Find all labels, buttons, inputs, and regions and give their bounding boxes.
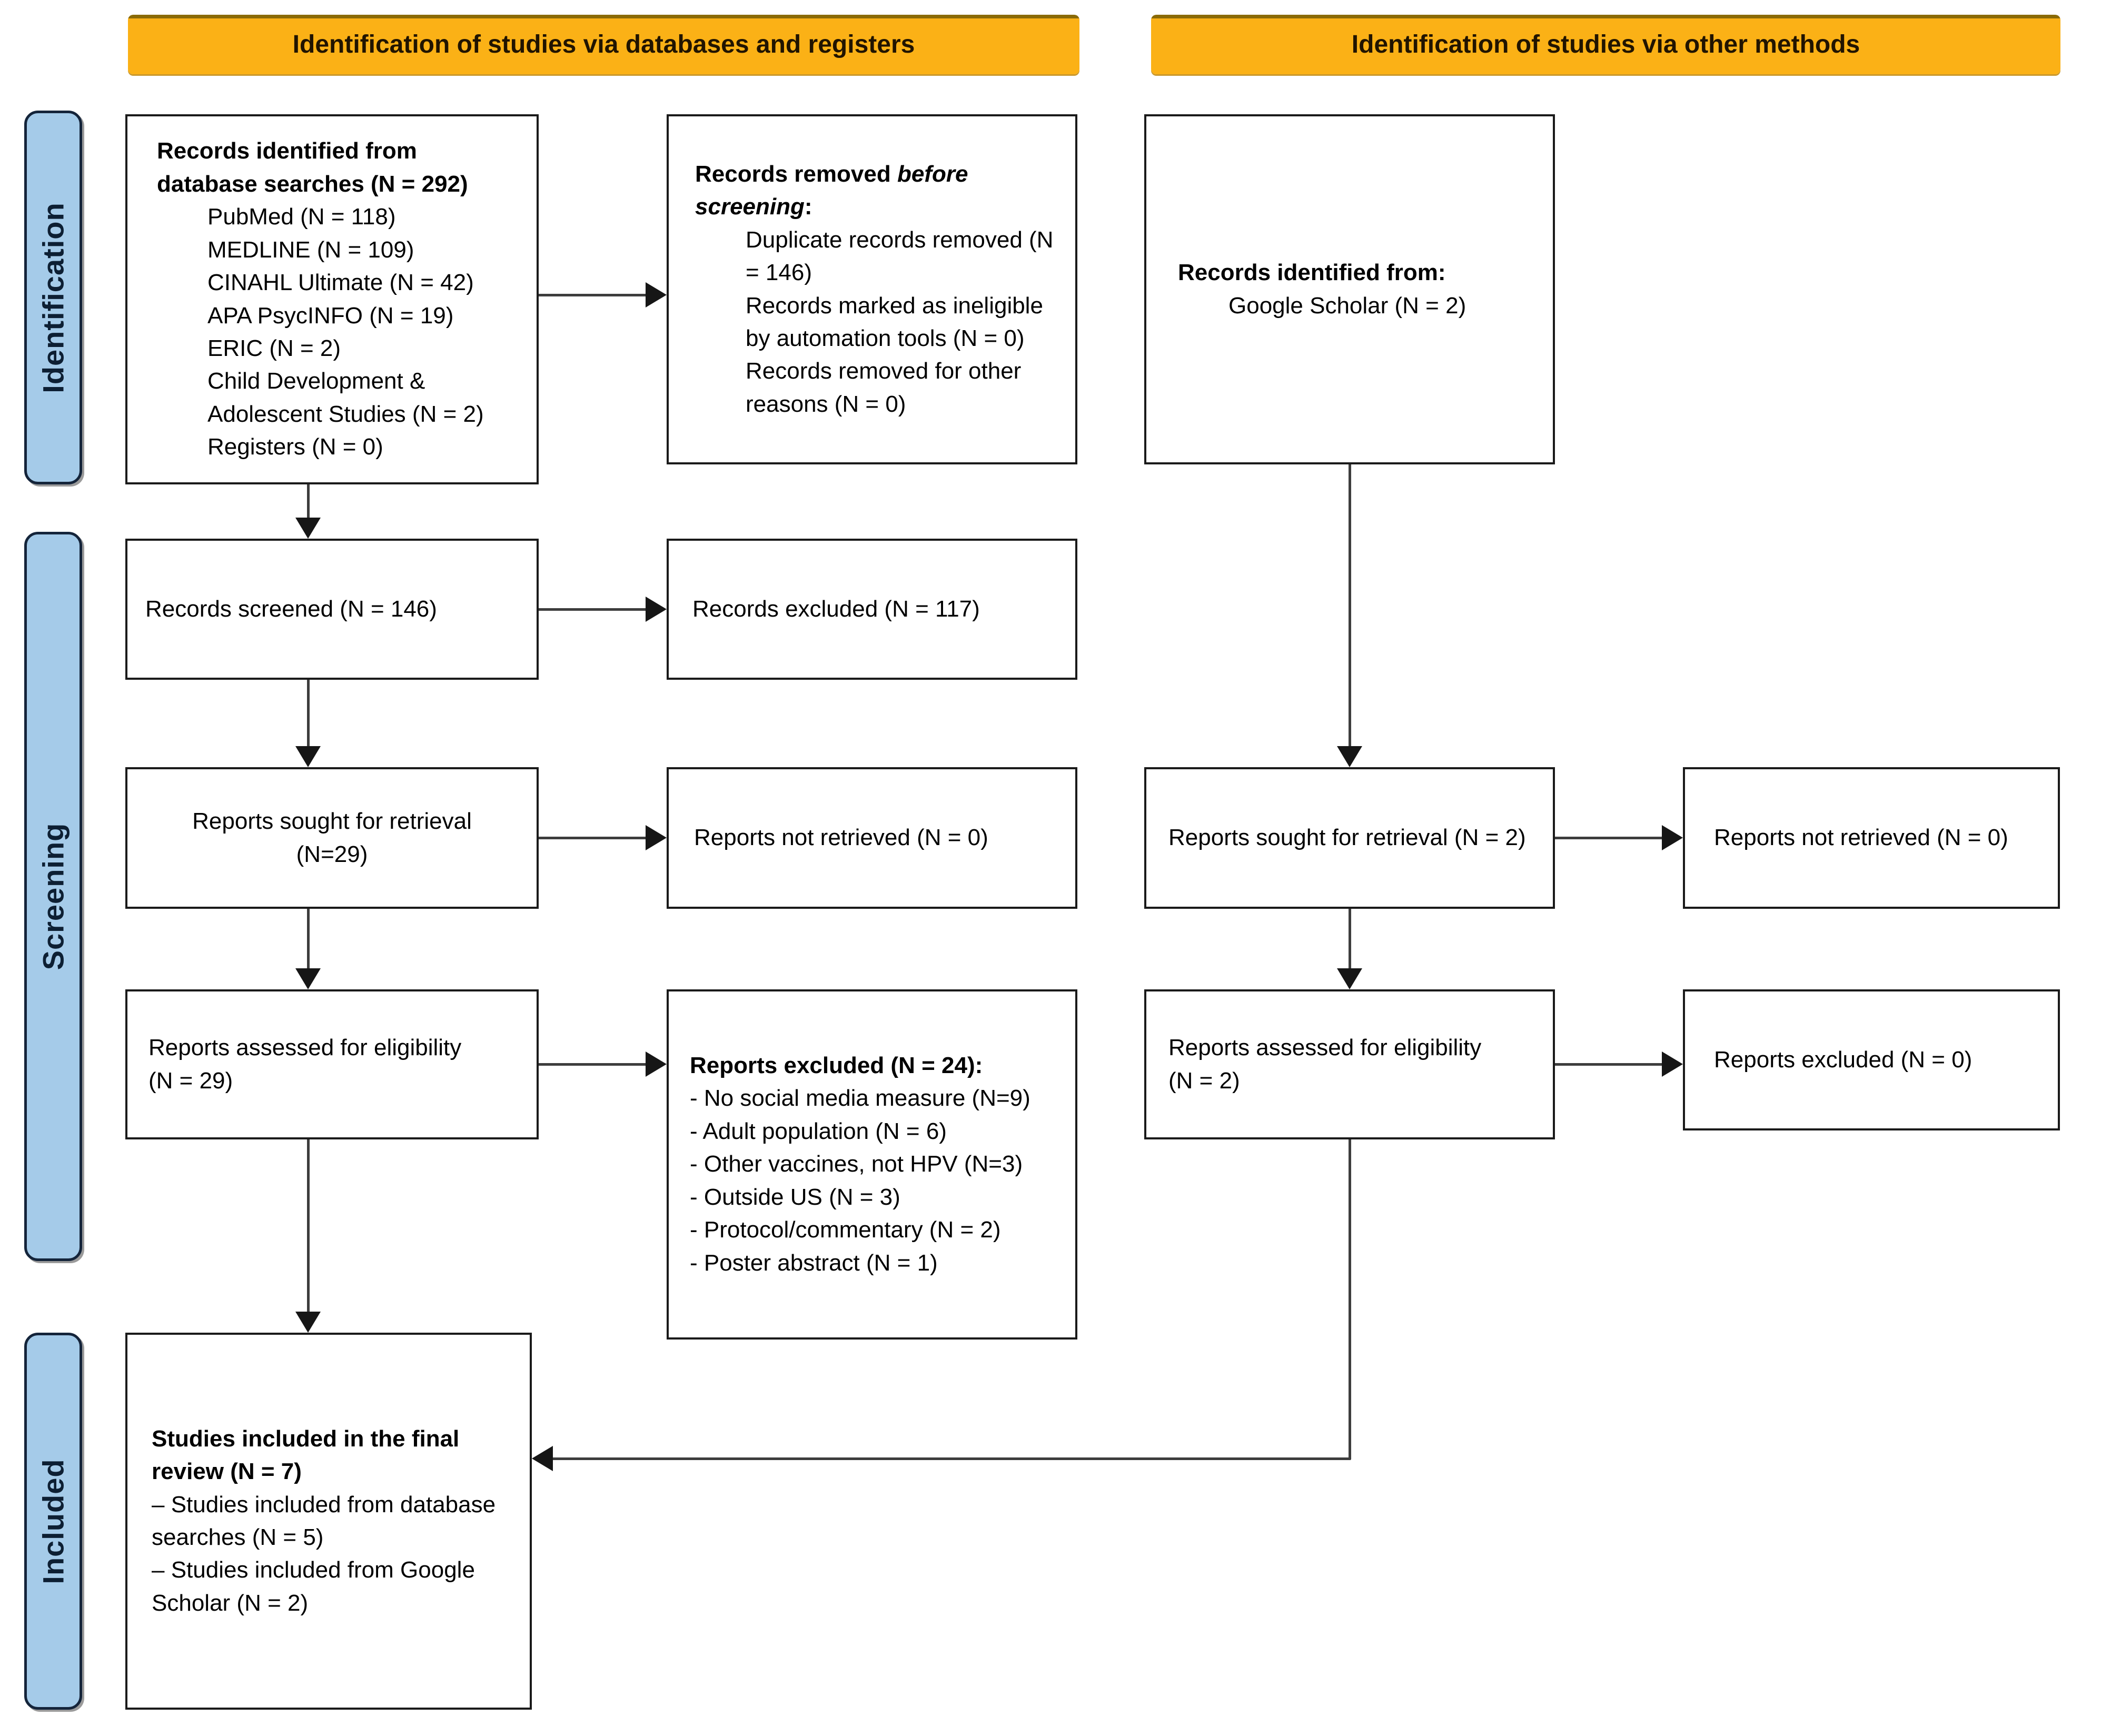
box-text-line2: (N=29) [296,841,368,867]
excluded-reason-item: - Outside US (N = 3) [690,1184,900,1210]
arrowhead-identified-to-screened [295,518,321,539]
stage-screening-label: Screening [36,822,70,970]
db-source-item: ERIC (N = 2) [207,335,341,361]
arrow-line-sought2-to-notretrieved [1555,837,1663,839]
arrowhead-assessed-to-included [295,1312,321,1333]
box-text: Records screened (N = 146) [145,596,437,622]
box-reports-assessed-databases: Reports assessed for eligibility (N = 29… [125,989,539,1139]
included-source-item: – Studies included from Google Scholar (… [152,1557,475,1616]
box-title: Records identified from database searche… [157,138,468,197]
db-source-item: MEDLINE (N = 109) [207,236,414,263]
box-text-line2: (N = 2) [1168,1067,1240,1094]
arrowhead-sought2-to-assessed2 [1337,968,1362,989]
box-text-line1: Reports assessed for eligibility [1168,1035,1482,1061]
removed-reason-item: Duplicate records removed (N = 146) [746,226,1054,286]
arrow-line-scholar-to-sought [1349,464,1351,747]
box-reports-excluded-other: Reports excluded (N = 0) [1683,989,2060,1130]
box-title: Studies included in the final review (N … [152,1425,460,1485]
box-records-screened: Records screened (N = 146) [125,539,539,680]
stage-screening: Screening [24,532,82,1261]
arrow-line-assessed2-to-excluded0 [1555,1063,1663,1066]
arrow-line-assessed-to-excluded24 [539,1063,647,1066]
removed-reason-item: Records marked as ineligible by automati… [746,292,1043,351]
db-source-item: Registers (N = 0) [207,434,383,460]
db-source-item: Child Development & Adolescent Studies (… [207,368,484,427]
box-title: Reports excluded (N = 24): [690,1052,983,1078]
removed-reason-item: Records removed for other reasons (N = 0… [746,358,1022,417]
box-records-identified-databases: Records identified from database searche… [125,114,539,484]
box-text: Reports not retrieved (N = 0) [1714,825,2008,851]
box-reports-not-retrieved-other: Reports not retrieved (N = 0) [1683,767,2060,909]
box-title: Records removed before screening: [695,161,968,220]
box-reports-not-retrieved-databases: Reports not retrieved (N = 0) [667,767,1077,909]
db-source-item: APA PsycINFO (N = 19) [207,302,454,329]
arrowhead-scholar-to-sought [1337,746,1362,767]
arrow-line-sought-to-notretrieved [539,837,647,839]
box-reports-sought-databases: Reports sought for retrieval (N=29) [125,767,539,909]
db-source-item: PubMed (N = 118) [207,204,396,230]
arrowhead-sought2-to-notretrieved [1662,825,1683,850]
box-reports-assessed-other: Reports assessed for eligibility (N = 2) [1144,989,1555,1139]
arrowhead-screened-to-excluded [646,597,667,622]
arrow-line-sought2-to-assessed2 [1349,909,1351,969]
other-source-item: Google Scholar (N = 2) [1228,292,1466,319]
box-studies-included: Studies included in the final review (N … [125,1333,532,1710]
arrowhead-assessed2-to-included [532,1446,553,1471]
arrow-line-identified-to-removed [539,294,647,296]
arrow-line-sought-to-assessed [307,909,310,969]
arrow-line-screened-to-excluded [539,608,647,611]
arrow-line-assessed2-down [1349,1139,1351,1460]
arrowhead-sought-to-notretrieved [646,825,667,850]
arrow-line-screened-to-sought [307,680,310,747]
stage-identification-label: Identification [36,202,70,393]
banner-databases-registers: Identification of studies via databases … [128,15,1079,74]
box-records-identified-other: Records identified from: Google Scholar … [1144,114,1555,464]
box-records-excluded: Records excluded (N = 117) [667,539,1077,680]
stage-included: Included [24,1333,82,1710]
stage-included-label: Included [36,1458,70,1584]
excluded-reason-item: - No social media measure (N=9) [690,1085,1030,1112]
box-text-line2: (N = 29) [148,1067,233,1094]
arrow-line-identified-to-screened [307,484,310,519]
banner-left-label: Identification of studies via databases … [292,31,915,58]
box-text-line1: Reports sought for retrieval [192,808,472,835]
box-text-line1: Reports assessed for eligibility [148,1035,462,1061]
arrowhead-screened-to-sought [295,746,321,767]
box-text: Reports not retrieved (N = 0) [694,825,988,851]
box-text: Reports excluded (N = 0) [1714,1046,1973,1073]
db-source-item: CINAHL Ultimate (N = 42) [207,270,474,296]
box-text: Reports sought for retrieval (N = 2) [1168,825,1526,851]
excluded-reason-item: - Protocol/commentary (N = 2) [690,1217,1001,1243]
box-records-removed-before-screening: Records removed before screening: Duplic… [667,114,1077,464]
banner-right-label: Identification of studies via other meth… [1351,31,1860,58]
arrowhead-assessed2-to-excluded0 [1662,1051,1683,1077]
excluded-reason-item: - Poster abstract (N = 1) [690,1249,938,1276]
box-reports-excluded-reasons: Reports excluded (N = 24): - No social m… [667,989,1077,1340]
excluded-reason-item: - Other vaccines, not HPV (N=3) [690,1151,1023,1177]
box-reports-sought-other: Reports sought for retrieval (N = 2) [1144,767,1555,909]
excluded-reason-item: - Adult population (N = 6) [690,1118,947,1144]
box-text: Records excluded (N = 117) [692,596,980,622]
arrowhead-identified-to-removed [646,282,667,307]
arrowhead-sought-to-assessed [295,968,321,989]
included-source-item: – Studies included from database searche… [152,1491,496,1550]
arrowhead-assessed-to-excluded24 [646,1051,667,1077]
arrow-line-assessed2-to-included [553,1457,1351,1460]
box-title: Records identified from: [1178,260,1446,286]
arrow-line-assessed-to-included [307,1139,310,1313]
stage-identification: Identification [24,111,82,484]
banner-other-methods: Identification of studies via other meth… [1151,15,2060,74]
